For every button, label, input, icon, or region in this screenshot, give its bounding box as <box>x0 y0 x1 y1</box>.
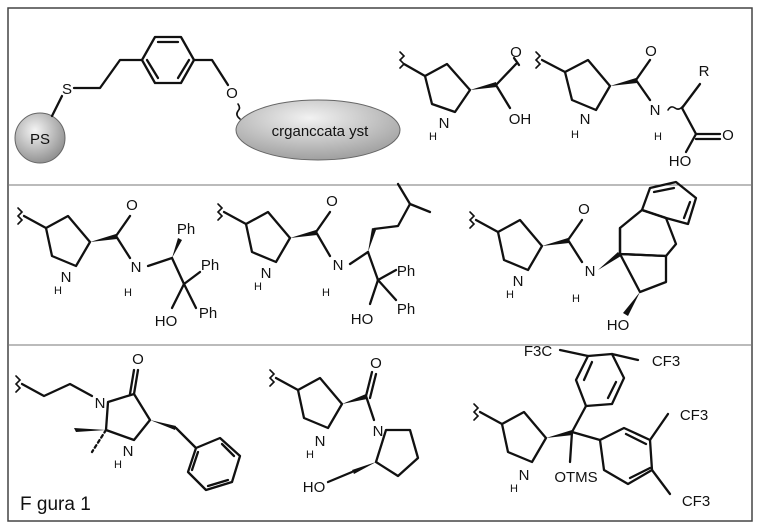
svg-text:H: H <box>510 483 518 495</box>
svg-text:Ph: Ph <box>201 257 219 274</box>
svg-text:O: O <box>578 201 590 218</box>
svg-text:N: N <box>333 257 344 274</box>
svg-text:N: N <box>439 115 450 132</box>
svg-text:HO: HO <box>155 313 178 330</box>
svg-text:OH: OH <box>509 111 532 128</box>
prolinamide-aminoindanol: O N H N H HO <box>468 180 698 334</box>
svg-text:Ph: Ph <box>397 263 415 280</box>
svg-text:H: H <box>114 459 122 471</box>
svg-text:Ph: Ph <box>177 221 195 238</box>
svg-text:H: H <box>654 131 662 143</box>
svg-text:O: O <box>722 127 734 144</box>
prolyl-amino-acid-structure: O N H N H R O HO <box>534 43 734 170</box>
svg-text:N: N <box>131 259 142 276</box>
cf3-label-b: CF3 <box>652 353 680 370</box>
svg-text:O: O <box>126 197 138 214</box>
svg-text:N: N <box>513 273 524 290</box>
svg-text:H: H <box>571 129 579 141</box>
svg-text:N: N <box>585 263 596 280</box>
svg-text:H: H <box>429 131 437 143</box>
svg-text:O: O <box>645 43 657 60</box>
svg-text:N: N <box>123 443 134 460</box>
svg-text:N: N <box>519 467 530 484</box>
svg-text:O: O <box>132 351 144 368</box>
svg-text:H: H <box>54 285 62 297</box>
svg-text:N: N <box>650 102 661 119</box>
organocatalyst-ellipse <box>235 99 401 161</box>
svg-text:H: H <box>254 281 262 293</box>
svg-text:HO: HO <box>351 311 374 328</box>
prolinamide-triphenyl-ethanol: O N H N H Ph Ph Ph HO <box>16 197 219 330</box>
svg-text:H: H <box>124 287 132 299</box>
svg-text:N: N <box>315 433 326 450</box>
diarylprolinol-silyl-ether: N H OTMS F3C CF3 CF3 CF3 <box>472 343 710 510</box>
svg-text:H: H <box>506 289 514 301</box>
svg-text:R: R <box>699 63 710 80</box>
svg-text:N: N <box>261 265 272 282</box>
attachment-wavy <box>236 103 241 120</box>
organocatalyst-label: crganccata yst <box>272 123 370 140</box>
svg-text:O: O <box>370 355 382 372</box>
svg-text:Ph: Ph <box>199 305 217 322</box>
svg-text:H: H <box>322 287 330 299</box>
ps-bead <box>14 112 66 164</box>
prolyl-prolinol: O N H N HO <box>268 355 420 496</box>
benzene-ring-linker <box>140 35 196 85</box>
sulfur-label: S <box>62 81 72 98</box>
svg-text:N: N <box>61 269 72 286</box>
svg-text:O: O <box>326 193 338 210</box>
polymer-supported-linker: PS S O crganccata yst <box>14 35 401 164</box>
svg-text:HO: HO <box>303 479 326 496</box>
ether-oxygen-label: O <box>226 85 238 102</box>
imidazolidinone-catalyst: N O N H <box>14 351 242 492</box>
cf3-label-c: CF3 <box>680 407 708 424</box>
ps-label: PS <box>30 131 50 148</box>
cf3-label-a: F3C <box>524 343 553 360</box>
svg-text:H: H <box>306 449 314 461</box>
svg-text:N: N <box>373 423 384 440</box>
figure-caption: F gura 1 <box>20 494 91 515</box>
svg-text:N: N <box>580 111 591 128</box>
svg-text:H: H <box>572 293 580 305</box>
cf3-label-d: CF3 <box>682 493 710 510</box>
svg-text:HO: HO <box>607 317 630 334</box>
prolinamide-isobutyl-diphenyl-ethanol: O N H N H Ph Ph HO <box>216 182 432 328</box>
figure-frame <box>7 7 753 522</box>
svg-text:Ph: Ph <box>397 301 415 318</box>
svg-text:O: O <box>510 44 522 61</box>
proline-structure: O OH N H <box>398 44 532 143</box>
svg-text:N: N <box>95 395 106 412</box>
svg-text:OTMS: OTMS <box>554 469 597 486</box>
svg-text:HO: HO <box>669 153 692 170</box>
